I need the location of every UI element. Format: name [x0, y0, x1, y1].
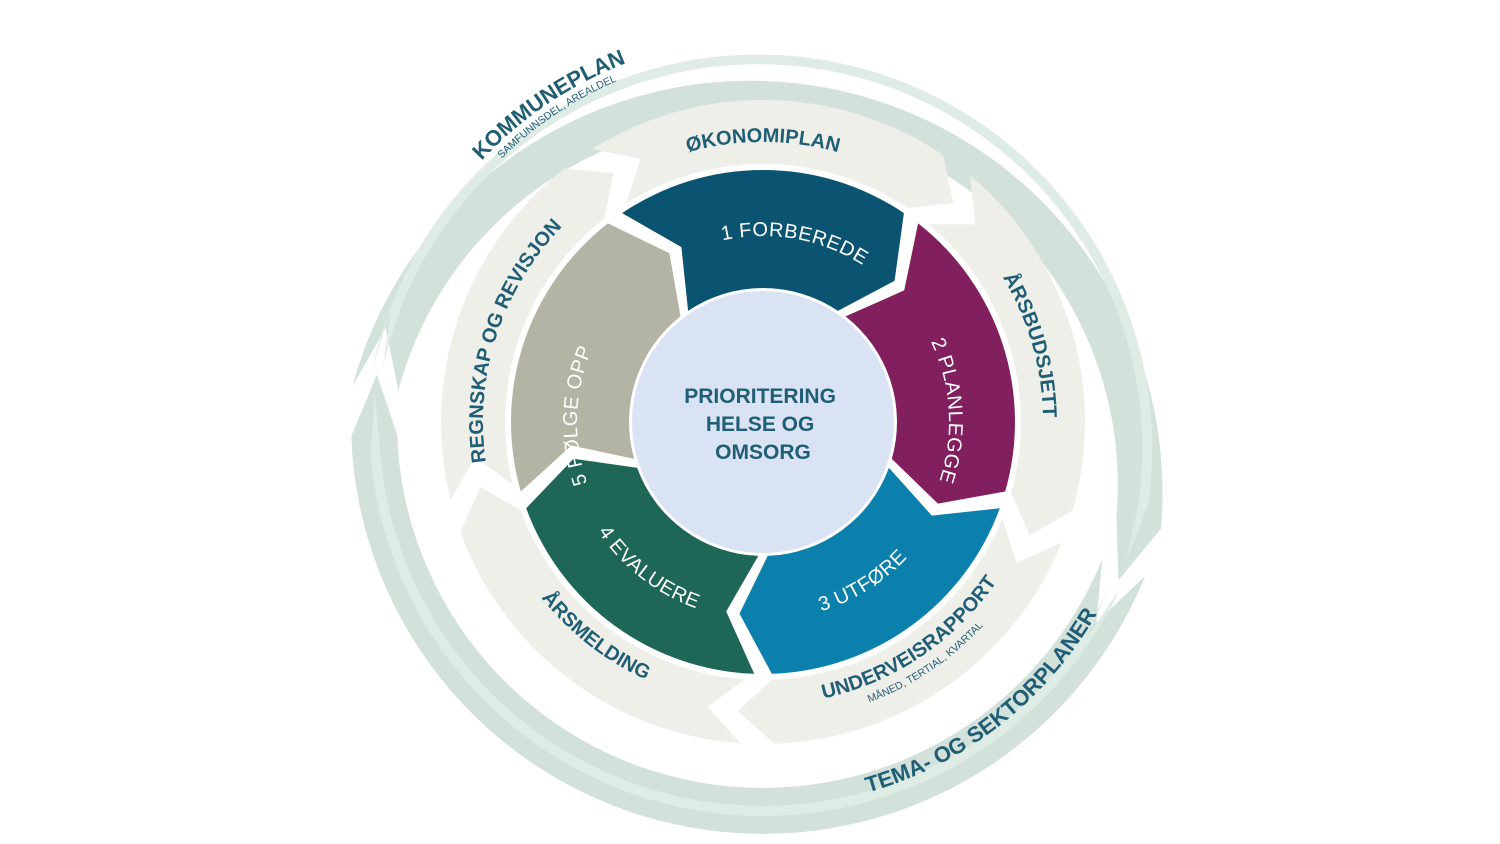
middle-segment-3	[737, 518, 1062, 744]
inner-ring	[511, 170, 1015, 674]
middle-ring	[441, 99, 1086, 744]
middle-segment-1	[592, 99, 954, 209]
inner-segment-3	[739, 467, 1000, 674]
center-label-line-3: OMSORG	[715, 441, 811, 464]
center-circle	[632, 291, 894, 553]
inner-segment-1	[622, 170, 904, 311]
inner-segment-2	[845, 223, 1015, 504]
middle-segment-5	[441, 168, 614, 500]
center-label: PRIORITERING HELSE OG OMSORG	[684, 385, 842, 464]
inner-segment-5	[511, 223, 681, 492]
center-label-line-2: HELSE OG	[706, 413, 815, 436]
center-label-line-1: PRIORITERING	[684, 385, 836, 408]
middle-segment-2	[928, 175, 1086, 536]
middle-segment-4	[460, 487, 745, 744]
inner-segment-4	[526, 458, 759, 674]
